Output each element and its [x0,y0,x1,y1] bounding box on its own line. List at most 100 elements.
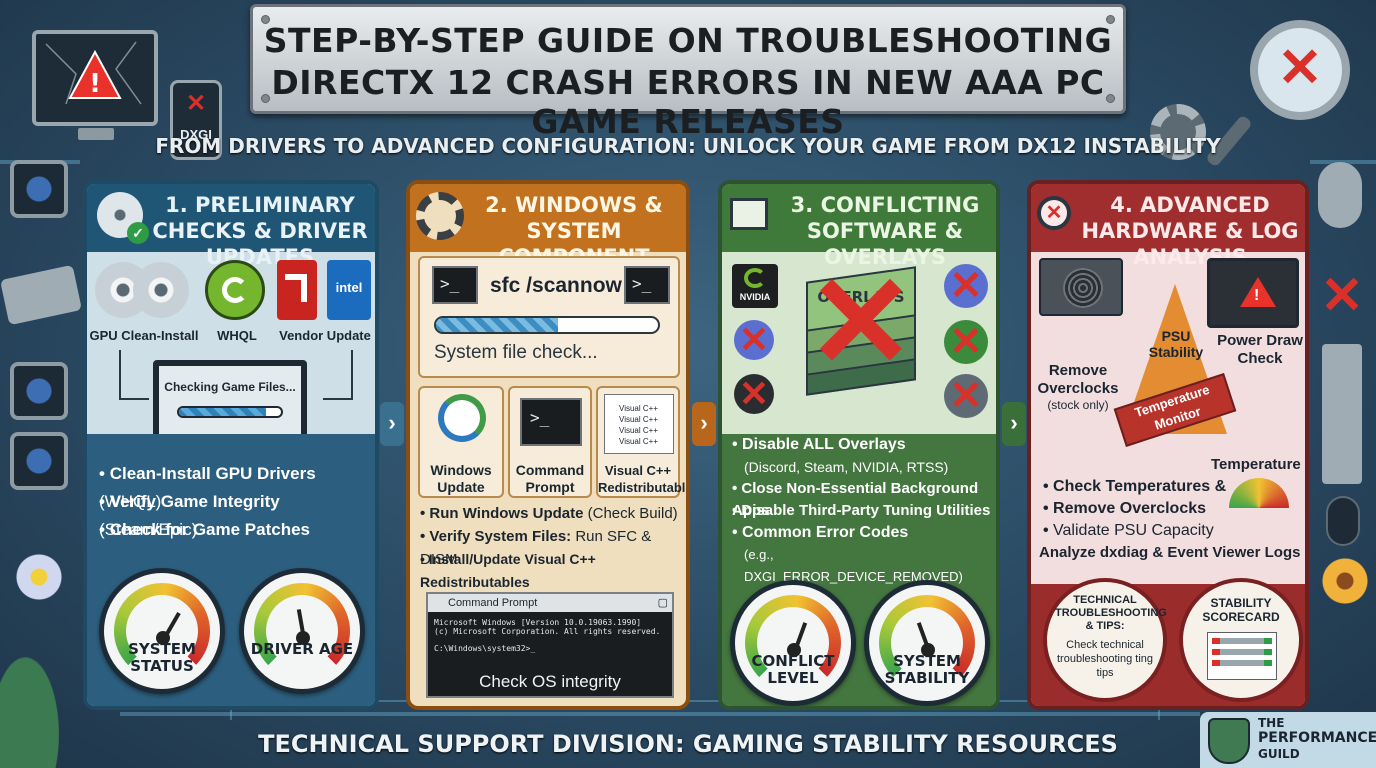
close-icon[interactable]: ▢ [657,597,668,609]
bolt-icon [1106,94,1115,103]
bullet-item: • Remove Overclocks [1043,500,1207,517]
panel-preliminary-checks: 1. PRELIMINARY CHECKS & DRIVER UPDATES ✓… [83,180,379,710]
tool-label: Windows Update [430,462,492,495]
fan-icon [10,160,68,218]
blocked-app-icon: ✕ [944,320,988,364]
error-x-icon: ✕ [1320,267,1364,325]
panel-lower-section: • Disable ALL Overlays (Discord, Steam, … [722,434,996,706]
footer-banner: TECHNICAL SUPPORT DIVISION: GAMING STABI… [258,730,1118,758]
sfc-progress-label: System file check... [434,342,598,363]
gauge-system-stability: SYSTEM STABILITY [864,580,990,706]
arrow-connector [119,350,149,400]
gauge-driver-age: DRIVER AGE [239,568,365,694]
scan-progress-fill [179,408,266,416]
bullet-bold: Analyze dxdiag & Event Viewer Logs [1039,544,1301,561]
bullet-bold: Disable ALL Overlays [742,436,906,453]
bullet-item: • Verify System Files: Run SFC & DISM [420,528,652,568]
cmd-line: (c) Microsoft Corporation. All rights re… [434,627,661,636]
bullet-item: • Run Windows Update (Check Build) [420,505,678,522]
intel-logo-text: intel [335,280,363,295]
cmd-caption: Check OS integrity [479,672,621,691]
cmd-line: C:\Windows\system32>_ [434,644,536,653]
bullet-bold: Close Non-Essential Background Apps [732,480,979,519]
bullet-item: • Check Temperatures & [1043,478,1227,495]
scorecard-card: STABILITY SCORECARD [1179,578,1303,702]
pyramid: PSU Stability Temperature Monitor [1113,284,1237,447]
mouse-icon [1326,496,1360,546]
vc-item: Visual C++ [619,404,658,413]
blocked-app-icon: ✕ [944,374,988,418]
bullet-note-text: (e.g., DXGI_ERROR_DEVICE_REMOVED) [744,547,963,584]
phone-error-device: ✕ DXGI [170,80,222,160]
broken-monitor-icon: ! [32,30,158,126]
tool-command-prompt: >_ Command Prompt [508,386,592,498]
bullet-note-text: (Discord, Steam, NVIDIA, RTSS) [744,459,949,475]
gear-icon [1150,104,1206,160]
bolt-icon [1106,15,1115,24]
bullet-bold: Remove Overclocks [1053,500,1207,517]
visual-cpp-window: Visual C++ Visual C++ Visual C++ Visual … [604,394,674,454]
bullet-bold: Install/Update Visual C++ Redistributabl… [420,551,596,590]
circuit-trace [120,712,1200,716]
brand-logo: THE PERFORMANCE GUILD [1200,712,1376,768]
circuit-trace [230,700,1160,720]
bullet-bold: Verify Game Integrity [109,492,280,511]
label-power-draw: Power Draw Check [1217,332,1303,367]
terminal-icon: >_ [624,266,670,304]
label-stock-only: (stock only) [1047,398,1109,412]
intel-logo-icon: intel [327,260,371,320]
vc-item: Visual C++ [619,415,658,424]
psu-icon [1039,258,1123,316]
brand-line-3: GUILD [1258,747,1300,761]
tool-label: Command Prompt [515,462,585,495]
bullet-item: • Common Error Codes [732,524,909,541]
terminal-icon: >_ [432,266,478,304]
terminal-icon: >_ [520,398,582,446]
cmd-title: Command Prompt [448,597,538,609]
fan-icon [10,362,68,420]
gauge-label: SYSTEM STABILITY [884,652,970,687]
next-step-arrow: › [692,402,716,446]
tool-windows-update: Windows Update [418,386,504,498]
bullet-item: • Install/Update Visual C++ Redistributa… [420,551,596,590]
overlay-stack-label: OVERLAYS [817,288,905,306]
bullet-item: • Check for Game Patches [99,520,310,539]
label-temperature: Temperature [1211,456,1301,473]
panel-advanced-hardware: 4. ADVANCED HARDWARE & LOG ANALYSIS ✕ ! … [1027,180,1309,710]
flower-decoration [14,552,64,602]
bullet-item: • Validate PSU Capacity [1043,522,1214,539]
tool-visual-cpp: Visual C++ Visual C++ Visual C++ Visual … [596,386,686,498]
cmd-line: Microsoft Windows [Version 10.0.19063.19… [434,618,642,627]
bullet-item: • Close Non-Essential Background Apps [732,480,979,519]
bolt-icon [261,94,270,103]
phone-label: DXGI [180,127,212,142]
gauge-conflict-level: CONFLICT LEVEL [730,580,856,706]
bullet-bold: Disable Third-Party Tuning Utilities [741,502,991,519]
big-x-icon: ✕ [806,249,916,395]
svg-text:!: ! [89,69,101,99]
error-x-icon: ✕ [1277,38,1323,98]
scorecard-list-icon [1207,632,1277,680]
bullet-item: • Disable Third-Party Tuning Utilities [732,502,991,519]
brand-line-2: PERFORMANCE [1258,730,1376,746]
page-title-line-1: STEP-BY-STEP GUIDE ON TROUBLESHOOTING [263,21,1113,60]
scan-progress-bar [177,406,283,418]
bullet-note: Validate PSU Capacity [1053,522,1214,539]
gpu-disc-icon [133,262,189,318]
windows-update-icon [438,394,486,442]
magnifier-icon: ✕ [1250,20,1350,120]
bullet-item: • Clean-Install GPU Drivers (WHQL) [99,464,316,511]
bolt-icon [261,15,270,24]
fan-icon [10,432,68,490]
bullet-bold: Run Windows Update [429,505,584,522]
sfc-progress-fill [436,318,559,332]
sfc-progress-bar [434,316,660,334]
next-step-arrow: › [1002,402,1026,446]
brand-line-1: THE [1258,716,1285,730]
bullet-bold: Check for Game Patches [109,520,310,539]
bullet-bold: Check Temperatures & [1053,478,1227,495]
scorecard-title: STABILITY SCORECARD [1202,596,1280,624]
panel-windows-health: 2. WINDOWS & SYSTEM COMPONENT HEALTH >_ … [406,180,690,710]
blocked-app-icon: ✕ [734,320,774,360]
bullet-note: (Discord, Steam, NVIDIA, RTSS) [744,456,948,478]
